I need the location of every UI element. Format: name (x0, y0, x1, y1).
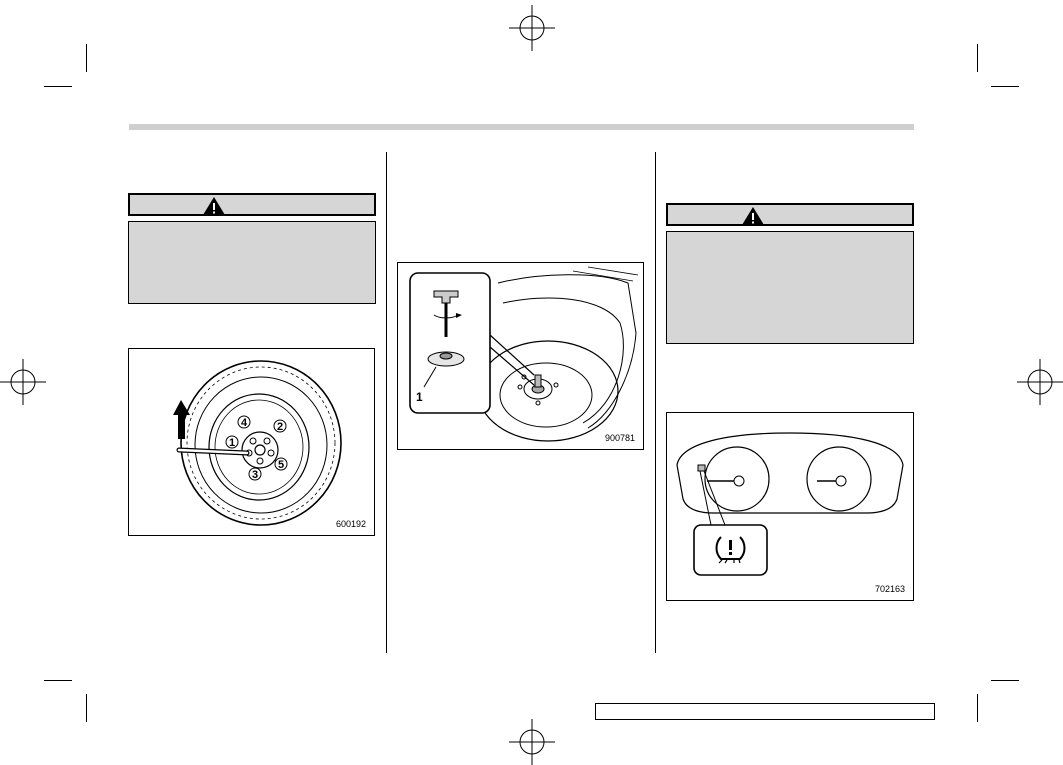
header-bar (129, 124, 914, 130)
column-divider-2 (655, 152, 656, 653)
spare-tire-well-illustration: 1 (409, 266, 639, 442)
column-divider-1 (386, 152, 387, 653)
figure-code: 702163 (874, 584, 905, 594)
callout-1: 1 (229, 437, 235, 449)
warning-header-left (128, 193, 376, 216)
figure-code: 900781 (604, 433, 635, 443)
callout-4: 4 (241, 417, 248, 429)
registration-mark-left (0, 359, 46, 405)
figure-wheel-lug-nuts: 1 2 3 4 5 600192 (128, 348, 375, 536)
registration-mark-top (509, 5, 555, 51)
figure-code: 600192 (335, 519, 366, 529)
warning-header-right (666, 203, 914, 226)
footer-box (595, 703, 935, 720)
registration-mark-right (1017, 359, 1063, 405)
callout-1: 1 (416, 390, 423, 404)
tire-pressure-warning-icon (715, 536, 746, 564)
wheel-illustration: 1 2 3 4 5 (173, 360, 342, 526)
warning-body-left (128, 221, 376, 304)
warning-triangle-icon (742, 207, 764, 225)
figure-instrument-cluster: 702163 (666, 412, 914, 601)
up-arrow-icon (173, 400, 190, 439)
warning-triangle-icon (203, 197, 225, 215)
registration-mark-bottom (509, 719, 555, 765)
callout-3: 3 (252, 469, 258, 481)
warning-body-right (666, 231, 914, 344)
callout-5: 5 (278, 459, 284, 471)
instrument-cluster-illustration (676, 432, 904, 576)
callout-2: 2 (277, 421, 283, 433)
figure-spare-tire-bolt: 1 900781 (397, 262, 644, 450)
